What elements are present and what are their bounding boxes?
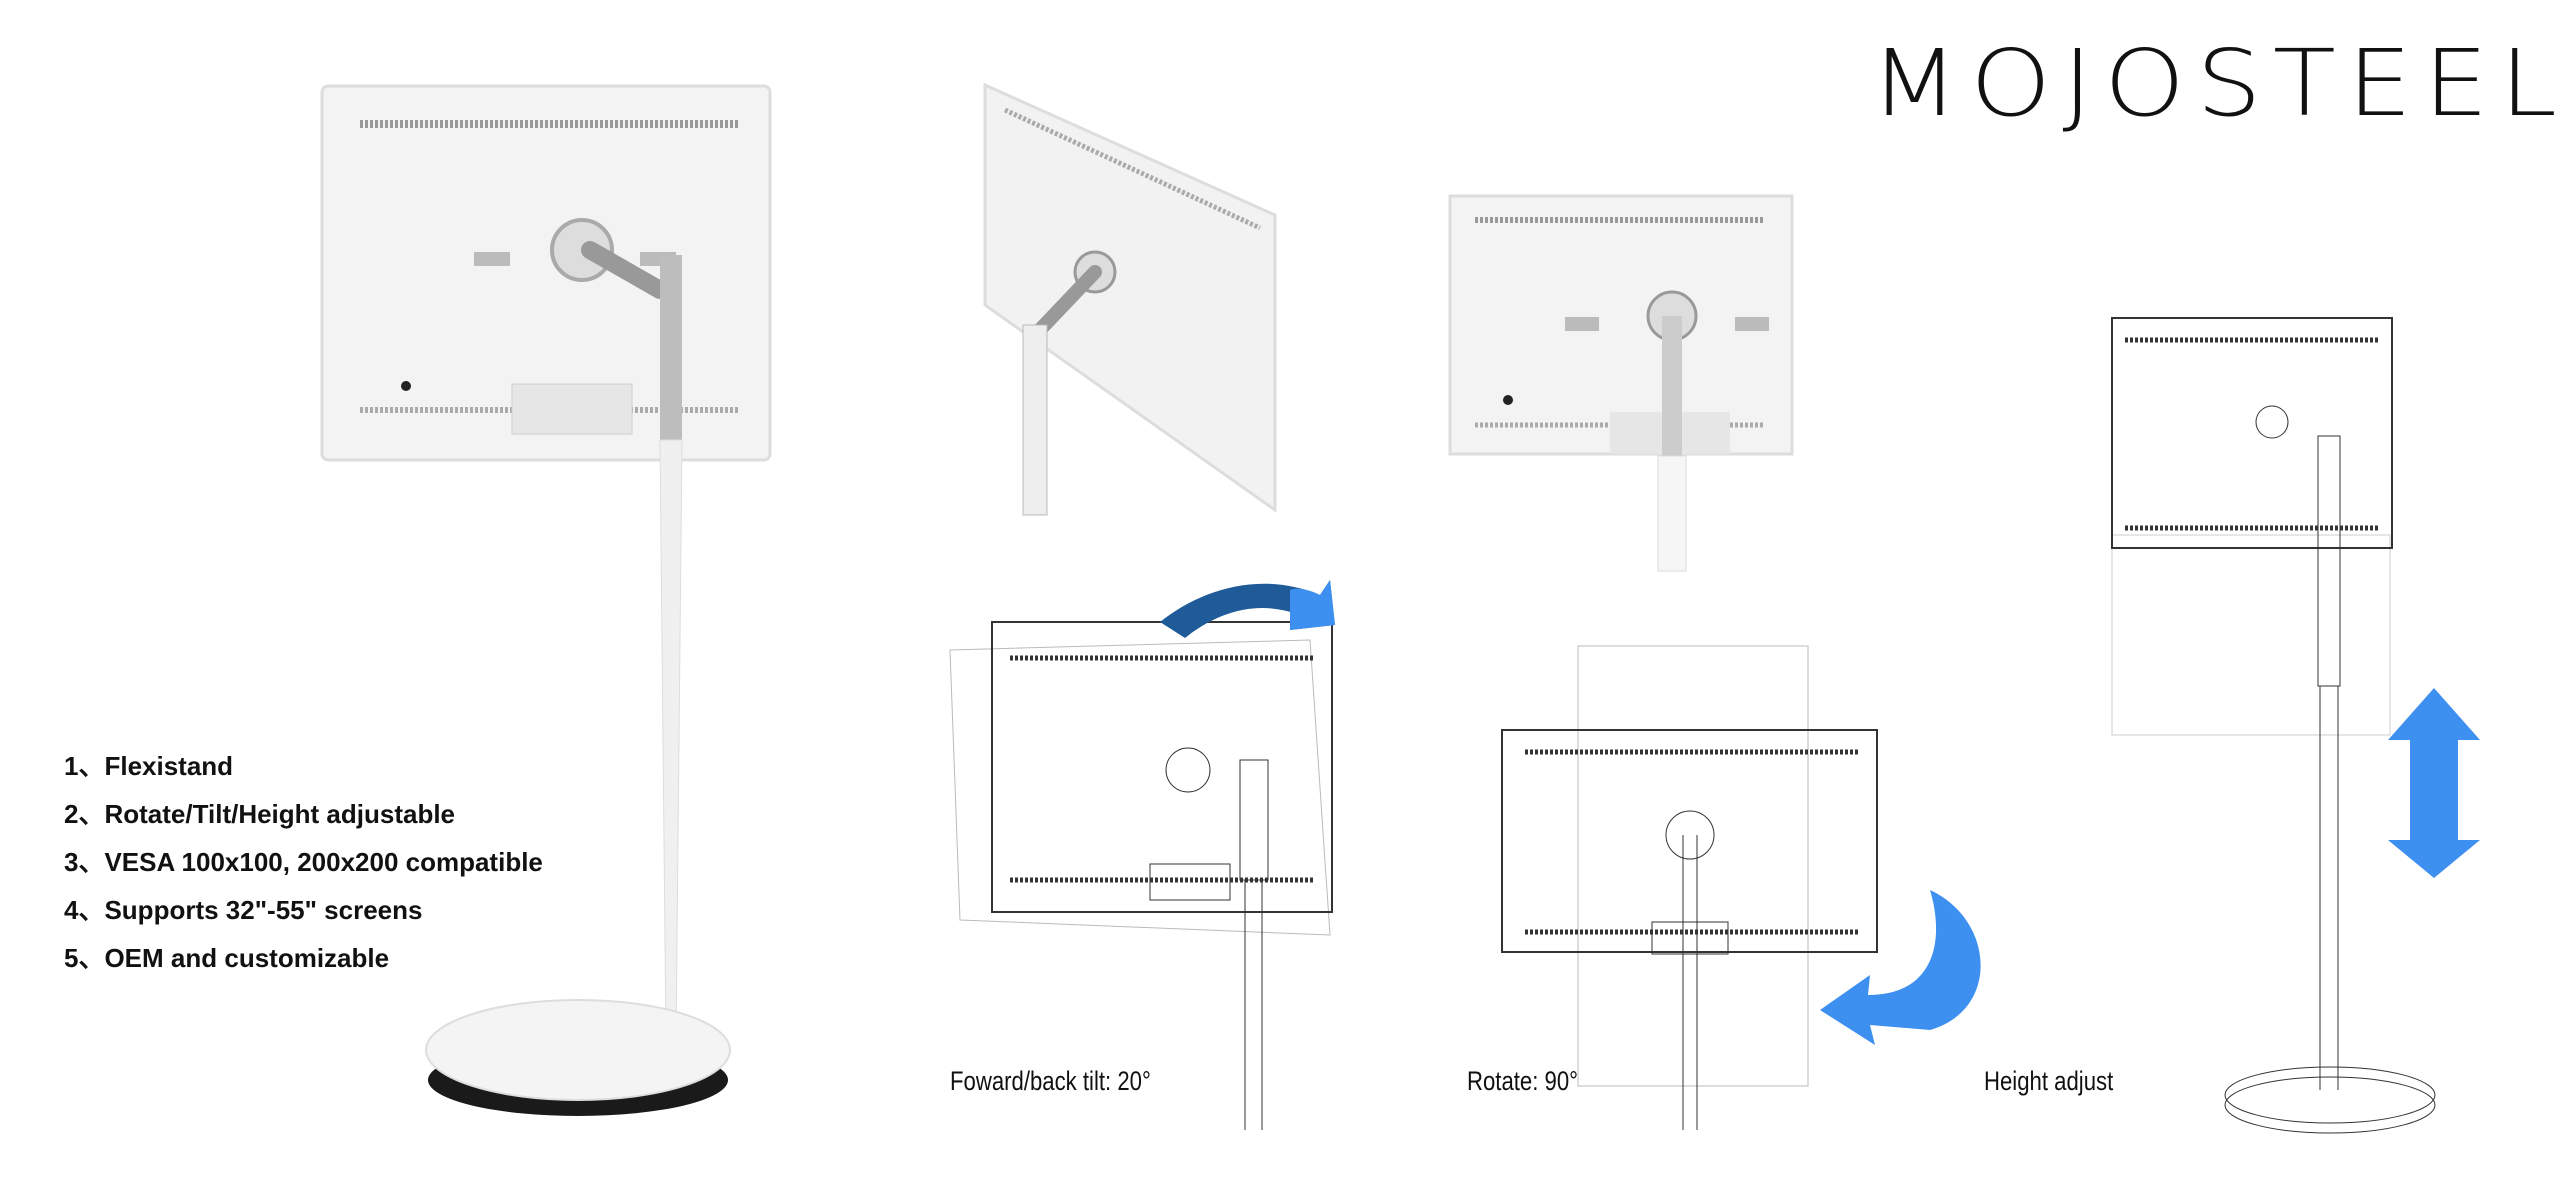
height-arrow-icon: [2388, 688, 2480, 878]
feature-item: 1、Flexistand: [64, 751, 234, 781]
tilted-monitor-photo: [983, 82, 1277, 516]
tilt-diagram: [949, 621, 1333, 1130]
height-caption: Height adjust: [1984, 1066, 2114, 1096]
front-rotate-photo: [1448, 194, 1794, 572]
feature-list: 1、Flexistand 2、Rotate/Tilt/Height adjust…: [64, 742, 543, 982]
tilt-caption: Foward/back tilt: 20°: [950, 1066, 1151, 1096]
rotate-arrow-icon: [1820, 890, 1981, 1045]
feature-item: 3、VESA 100x100, 200x200 compatible: [64, 847, 543, 877]
rotate-diagram: [1501, 645, 1878, 1130]
feature-item: 5、OEM and customizable: [64, 943, 390, 973]
rotate-caption: Rotate: 90°: [1467, 1066, 1579, 1096]
feature-item: 2、Rotate/Tilt/Height adjustable: [64, 799, 456, 829]
feature-item: 4、Supports 32"-55" screens: [64, 895, 423, 925]
height-diagram: [2111, 317, 2436, 1134]
brand-logo: MOJOSTEEL: [1870, 30, 2560, 137]
main-monitor-stand: [320, 84, 772, 1116]
